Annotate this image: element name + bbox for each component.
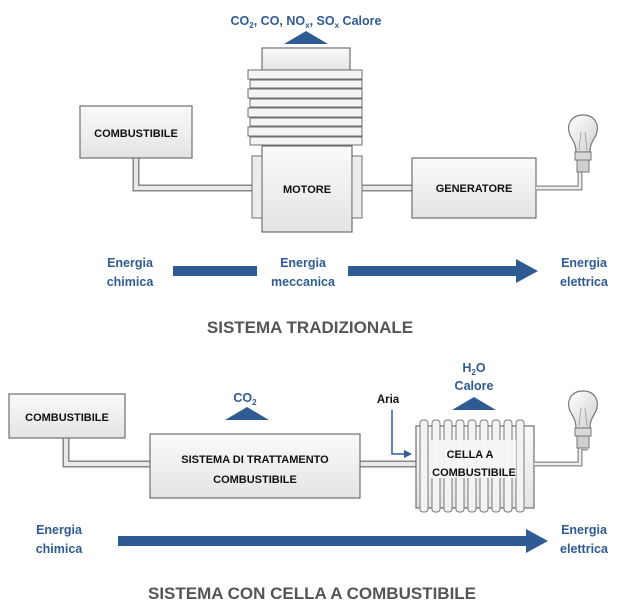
cell-label-2: COMBUSTIBILE bbox=[432, 467, 516, 479]
fuel-label-bottom: COMBUSTIBILE bbox=[25, 412, 109, 424]
fuel-box-top: COMBUSTIBILE bbox=[79, 105, 193, 159]
energy-electrical-bottom-1: Energia bbox=[561, 523, 608, 537]
air-input-label: Aria bbox=[377, 394, 400, 406]
cell-emissions-heat: Calore bbox=[455, 379, 494, 393]
engine-label: MOTORE bbox=[283, 184, 331, 196]
fuel-cell-stack: CELLA A COMBUSTIBILE bbox=[415, 419, 535, 513]
fuel-box-bottom: COMBUSTIBILE bbox=[8, 393, 126, 439]
air-input-arrow bbox=[391, 410, 412, 458]
energy-chemical-top-1: Energia bbox=[107, 256, 154, 270]
energy-chemical-top-2: chimica bbox=[107, 275, 155, 289]
lightbulb-icon-bottom bbox=[568, 390, 598, 449]
cell-label-1: CELLA A bbox=[447, 449, 494, 461]
generator-label: GENERATORE bbox=[436, 183, 513, 195]
engine-emissions-label: CO2, CO, NOx, SOx Calore bbox=[231, 14, 382, 30]
cell-emissions-arrow bbox=[452, 397, 496, 410]
fuel-label-top: COMBUSTIBILE bbox=[94, 128, 178, 140]
energy-electrical-top-2: elettrica bbox=[560, 275, 609, 289]
traditional-system-title: SISTEMA TRADIZIONALE bbox=[207, 318, 413, 337]
treatment-emissions-arrow bbox=[225, 407, 269, 420]
fuel-treatment-system: SISTEMA DI TRATTAMENTO COMBUSTIBILE bbox=[149, 433, 361, 499]
energy-flow-arrow-top bbox=[348, 259, 538, 283]
cell-emissions-water: H2O bbox=[462, 361, 485, 377]
energy-electrical-top-1: Energia bbox=[561, 256, 608, 270]
energy-electrical-bottom-2: elettrica bbox=[560, 542, 609, 556]
generator: GENERATORE bbox=[411, 157, 537, 219]
fuel-pipe-top bbox=[132, 158, 262, 192]
energy-flow-arrow-bottom bbox=[118, 529, 548, 553]
energy-flow-bar-top bbox=[173, 266, 257, 276]
energy-chemical-bottom-2: chimica bbox=[36, 542, 84, 556]
energy-mechanical-1: Energia bbox=[280, 256, 327, 270]
treatment-label-1: SISTEMA DI TRATTAMENTO bbox=[181, 454, 329, 466]
engine-fins bbox=[247, 69, 363, 146]
engine: MOTORE bbox=[247, 47, 363, 233]
engine-emissions-arrow bbox=[284, 31, 328, 44]
treatment-label-2: COMBUSTIBILE bbox=[213, 474, 297, 486]
energy-chemical-bottom-1: Energia bbox=[36, 523, 83, 537]
treatment-emissions-label: CO2 bbox=[233, 391, 257, 407]
fuel-cell-system-title: SISTEMA CON CELLA A COMBUSTIBILE bbox=[148, 584, 476, 603]
lightbulb-icon-top bbox=[568, 114, 598, 173]
energy-mechanical-2: meccanica bbox=[271, 275, 336, 289]
fuel-pipe-bottom bbox=[62, 438, 150, 468]
